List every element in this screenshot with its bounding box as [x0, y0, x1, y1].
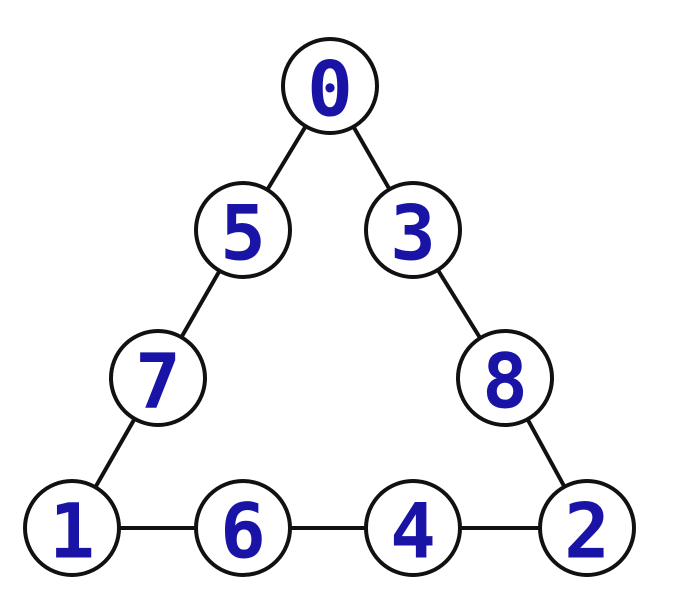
- node-circle: [23, 479, 121, 577]
- node-label: 4: [390, 487, 436, 576]
- node-label: 8: [482, 337, 528, 426]
- node-2: 2: [538, 479, 636, 577]
- node-5: 5: [194, 181, 292, 279]
- node-label: 1: [49, 487, 95, 576]
- node-1: 1: [23, 479, 121, 577]
- node-3: 3: [364, 181, 462, 279]
- nodes: 05 3 7 8 1 6 4 2: [23, 37, 636, 577]
- node-circle: [281, 37, 379, 135]
- node-label: 6: [220, 487, 266, 576]
- node-6: 6: [194, 479, 292, 577]
- node-0: 0: [281, 37, 379, 135]
- node-label: 2: [564, 487, 610, 576]
- edges: [70, 84, 589, 530]
- node-label: 5: [220, 189, 266, 278]
- node-circle: [194, 181, 292, 279]
- node-label: 7: [135, 337, 181, 426]
- node-circle: [194, 479, 292, 577]
- node-circle: [364, 181, 462, 279]
- node-label: 0: [307, 45, 353, 134]
- node-4: 4: [364, 479, 462, 577]
- node-circle: [456, 329, 554, 427]
- node-label: 3: [390, 189, 436, 278]
- node-circle: [109, 329, 207, 427]
- node-circle: [364, 479, 462, 577]
- node-circle: [538, 479, 636, 577]
- node-8: 8: [456, 329, 554, 427]
- node-7: 7: [109, 329, 207, 427]
